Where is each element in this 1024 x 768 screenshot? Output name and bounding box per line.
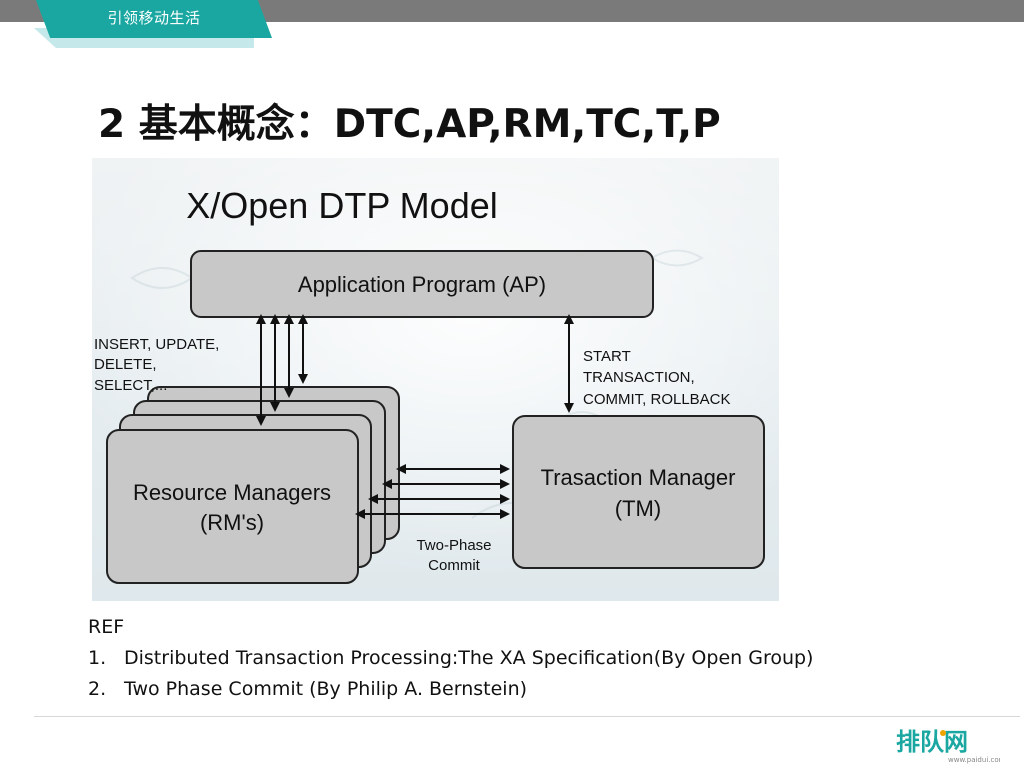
dtp-diagram-svg: X/Open DTP Model Application Program (AP… [92,158,779,601]
left-note-line-1: INSERT, UPDATE, [94,336,219,353]
ap-label: Application Program (AP) [298,272,546,297]
left-note-line-3: SELECT,... [94,377,167,394]
tm-label-line1: Trasaction Manager [541,465,736,490]
left-note: INSERT, UPDATE, DELETE, SELECT,... [94,336,219,394]
ap-box [190,250,654,318]
logo-dot-icon [940,730,946,736]
logo-brand-text: 排队网 [896,728,968,756]
paidui-logo: 排队网 www.paidui.com [890,724,1006,764]
reference-number-1: 1. [88,647,107,669]
header-tag-text: 引领移动生活 [107,9,201,27]
references: REF 1. Distributed Transaction Processin… [88,612,813,705]
rm-label-line2: (RM's) [200,510,264,535]
rm-label-line1: Resource Managers [133,480,331,505]
header-tag: 引领移动生活 [36,0,272,38]
dtp-diagram: X/Open DTP Model Application Program (AP… [92,158,779,601]
right-note-line-1: START [583,348,631,365]
bottom-note: Two-Phase Commit [416,537,491,574]
logo-url-text: www.paidui.com [948,756,1000,764]
ap-rm-arrows [256,314,308,426]
paidui-logo-svg: 排队网 www.paidui.com [896,728,1006,764]
bottom-note-line-1: Two-Phase [416,537,491,554]
rm-tm-arrows [355,464,510,519]
reference-text-2: Two Phase Commit (By Philip A. Bernstein… [124,678,528,700]
reference-item-2: 2. Two Phase Commit (By Philip A. Bernst… [88,674,813,705]
right-note-line-3: COMMIT, ROLLBACK [583,391,731,408]
tm-box [512,415,765,569]
tm-label-line2: (TM) [615,496,661,521]
right-note: START TRANSACTION, COMMIT, ROLLBACK [583,348,731,408]
reference-number-2: 2. [88,678,107,700]
rm-box-front [106,429,359,584]
right-note-line-2: TRANSACTION, [583,369,695,386]
left-note-line-2: DELETE, [94,356,157,373]
reference-text-1: Distributed Transaction Processing:The X… [124,647,814,669]
bottom-divider [34,716,1020,717]
page-title: 2 基本概念：DTC,AP,RM,TC,T,P [98,102,721,147]
diagram-title: X/Open DTP Model [186,185,497,226]
references-heading: REF [88,616,125,638]
reference-item-1: 1. Distributed Transaction Processing:Th… [88,643,813,674]
bottom-note-line-2: Commit [428,557,480,574]
